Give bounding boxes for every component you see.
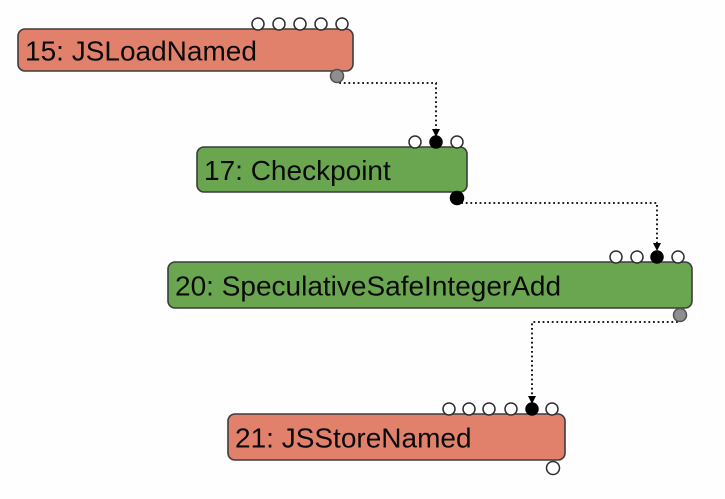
node-label: 20: SpeculativeSafeIntegerAdd (175, 271, 561, 302)
input-port-20-2[interactable] (650, 250, 664, 264)
input-port-21-1[interactable] (462, 402, 476, 416)
input-port-15-1[interactable] (272, 17, 286, 31)
output-port-20[interactable] (672, 307, 688, 323)
input-port-21-2[interactable] (482, 402, 496, 416)
node-17-checkpoint[interactable]: 17: Checkpoint (196, 146, 468, 193)
input-port-15-4[interactable] (335, 17, 349, 31)
input-port-21-5[interactable] (545, 402, 559, 416)
output-port-15[interactable] (329, 68, 345, 84)
node-body[interactable] (196, 146, 468, 193)
input-port-17-1[interactable] (429, 135, 443, 149)
node-15-jsloadnamed[interactable]: 15: JSLoadNamed (17, 28, 354, 72)
node-label: 21: JSStoreNamed (235, 423, 472, 454)
node-21-jsstorenamed[interactable]: 21: JSStoreNamed (227, 413, 566, 461)
edge-arrowhead-icon (528, 396, 536, 404)
input-port-15-2[interactable] (293, 17, 307, 31)
input-port-21-4[interactable] (525, 402, 539, 416)
output-port-17[interactable] (449, 190, 465, 206)
input-port-21-3[interactable] (504, 402, 518, 416)
input-port-17-0[interactable] (408, 135, 422, 149)
nodes-layer: 15: JSLoadNamed 17: Checkpoint 20: Specu… (17, 28, 693, 461)
edge-17-to-20[interactable] (456, 198, 658, 256)
edge-arrowhead-icon (653, 243, 661, 251)
edge-20-to-21[interactable] (531, 315, 681, 409)
output-port-21[interactable] (545, 460, 561, 476)
edge-15-to-17[interactable] (336, 76, 437, 142)
input-port-17-2[interactable] (450, 135, 464, 149)
input-port-15-0[interactable] (251, 17, 265, 31)
node-20-speculativesafeintegeradd[interactable]: 20: SpeculativeSafeIntegerAdd (167, 261, 693, 309)
node-label: 17: Checkpoint (204, 155, 391, 186)
edges-layer (336, 76, 681, 409)
node-body[interactable] (227, 413, 566, 461)
input-port-15-3[interactable] (314, 17, 328, 31)
node-body[interactable] (167, 261, 693, 309)
edge-arrowhead-icon (432, 129, 440, 137)
input-port-20-1[interactable] (630, 250, 644, 264)
node-body[interactable] (17, 28, 354, 72)
ports-layer (251, 17, 688, 476)
node-label: 15: JSLoadNamed (25, 36, 257, 67)
input-port-21-0[interactable] (442, 402, 456, 416)
input-port-20-3[interactable] (671, 250, 685, 264)
input-port-20-0[interactable] (609, 250, 623, 264)
